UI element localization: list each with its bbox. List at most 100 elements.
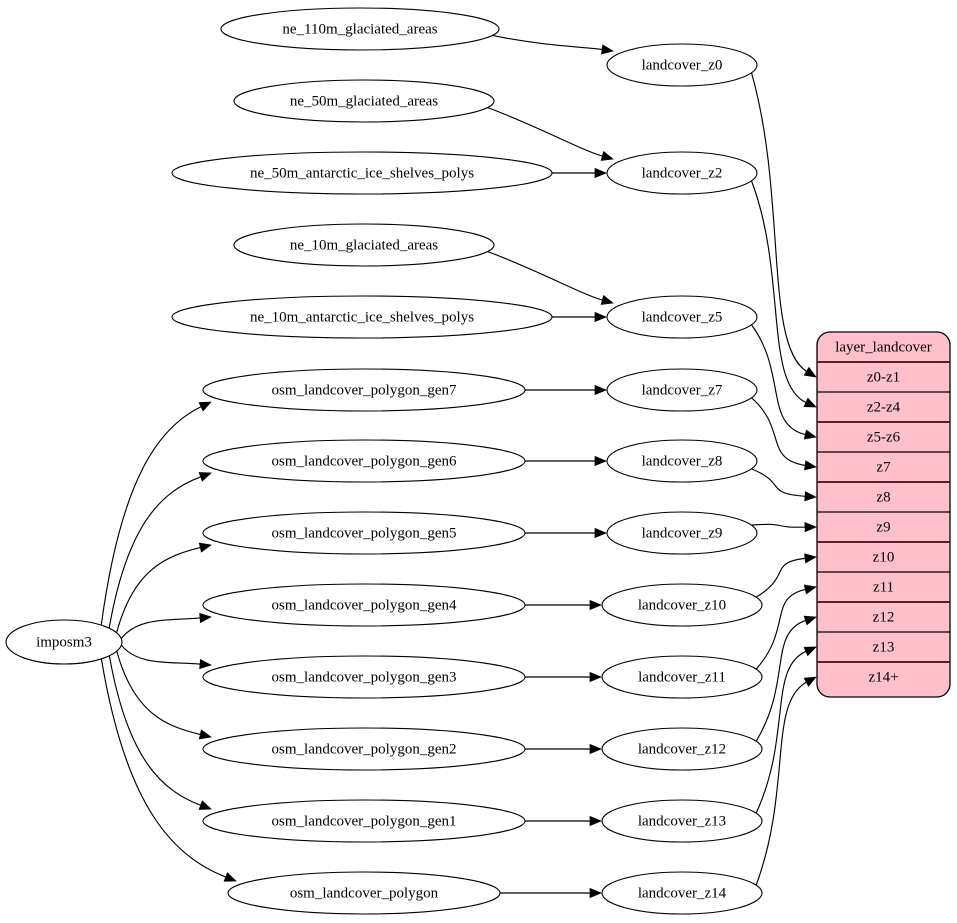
- node-landcover_z7[interactable]: landcover_z7: [606, 368, 758, 412]
- table-row-z12[interactable]: z12: [873, 609, 895, 625]
- edge-line: [751, 468, 806, 497]
- edge-imposm3-osm_landcover_polygon_gen1: [108, 655, 212, 810]
- table-row-z2-z4[interactable]: z2-z4: [867, 399, 901, 415]
- node-shape-osm_landcover_polygon_gen6: [202, 439, 526, 483]
- edge-osm_landcover_polygon_gen2: [524, 743, 602, 755]
- node-osm_landcover_polygon_gen4[interactable]: osm_landcover_polygon_gen4: [202, 583, 526, 627]
- node-osm_landcover_polygon_gen2[interactable]: osm_landcover_polygon_gen2: [202, 727, 526, 771]
- table-row-z8[interactable]: z8: [876, 489, 890, 505]
- node-osm_landcover_polygon_gen1[interactable]: osm_landcover_polygon_gen1: [202, 799, 526, 843]
- edge-ne_10m_glaciated_areas: [487, 250, 614, 305]
- edge-line: [487, 106, 604, 157]
- node-label-osm_landcover_polygon_gen7: osm_landcover_polygon_gen7: [272, 382, 457, 398]
- node-landcover_z14[interactable]: landcover_z14: [601, 871, 763, 915]
- node-osm_landcover_polygon_gen3[interactable]: osm_landcover_polygon_gen3: [202, 655, 526, 699]
- node-shape-landcover_z9: [606, 511, 758, 555]
- node-shape-landcover_z14: [601, 871, 763, 915]
- node-landcover_z8[interactable]: landcover_z8: [606, 439, 758, 483]
- node-shape-ne_50m_glaciated_areas: [233, 79, 495, 123]
- edge-line: [755, 588, 806, 670]
- node-osm_landcover_polygon_gen7[interactable]: osm_landcover_polygon_gen7: [202, 368, 526, 412]
- edge-imposm3-osm_landcover_polygon_gen7: [100, 401, 212, 626]
- edge-arrowhead: [804, 460, 817, 471]
- node-ne_50m_antarctic_ice_shelves_polys[interactable]: ne_50m_antarctic_ice_shelves_polys: [171, 151, 553, 195]
- node-shape-landcover_z2: [606, 151, 758, 195]
- edge-landcover_z8-table: [751, 468, 817, 502]
- node-landcover_z5[interactable]: landcover_z5: [606, 295, 758, 339]
- node-landcover_z10[interactable]: landcover_z10: [601, 583, 763, 627]
- edge-landcover_z5-table: [751, 324, 817, 440]
- node-shape-landcover_z5: [606, 295, 758, 339]
- edge-line: [108, 476, 202, 629]
- edge-osm_landcover_polygon_gen7: [525, 384, 607, 396]
- node-shape-ne_50m_antarctic_ice_shelves_polys: [171, 151, 553, 195]
- edge-landcover_z7-table: [751, 397, 817, 471]
- edge-line: [750, 72, 808, 373]
- table-header-label: layer_landcover: [835, 339, 932, 355]
- node-shape-landcover_z8: [606, 439, 758, 483]
- node-shape-landcover_z11: [601, 655, 763, 699]
- table-row-z14+[interactable]: z14+: [868, 669, 898, 685]
- edge-landcover_z13-table: [755, 646, 817, 814]
- edge-arrowhead: [198, 800, 212, 810]
- table-row-z11[interactable]: z11: [873, 579, 894, 595]
- node-label-ne_10m_antarctic_ice_shelves_polys: ne_10m_antarctic_ice_shelves_polys: [250, 309, 474, 325]
- node-shape-osm_landcover_polygon_gen3: [202, 655, 526, 699]
- node-osm_landcover_polygon_gen5[interactable]: osm_landcover_polygon_gen5: [202, 511, 526, 555]
- table-row-z10[interactable]: z10: [873, 549, 895, 565]
- edge-arrowhead: [803, 429, 817, 440]
- node-ne_110m_glaciated_areas[interactable]: ne_110m_glaciated_areas: [220, 7, 500, 51]
- table-row-z0-z1[interactable]: z0-z1: [867, 369, 900, 385]
- node-landcover_z12[interactable]: landcover_z12: [601, 727, 763, 771]
- edge-osm_landcover_polygon_gen4: [525, 599, 602, 611]
- edge-line: [755, 681, 808, 886]
- node-shape-landcover_z7: [606, 368, 758, 412]
- node-label-ne_10m_glaciated_areas: ne_10m_glaciated_areas: [290, 237, 438, 253]
- edge-arrowhead: [600, 295, 614, 305]
- layer-landcover-table[interactable]: layer_landcover z0-z1 z2-z4 z5-z6 z7 z8 z9 z10 z…: [816, 331, 951, 698]
- node-shape-landcover_z10: [601, 583, 763, 627]
- node-label-landcover_z10: landcover_z10: [638, 597, 726, 613]
- node-shape-osm_landcover_polygon_gen2: [202, 727, 526, 771]
- table-row-z7[interactable]: z7: [876, 459, 891, 475]
- edge-arrowhead: [601, 44, 614, 55]
- node-osm_landcover_polygon_gen6[interactable]: osm_landcover_polygon_gen6: [202, 439, 526, 483]
- edge-line: [120, 617, 201, 639]
- table-row-z9[interactable]: z9: [876, 519, 890, 535]
- node-shape-imposm3: [5, 619, 123, 665]
- node-landcover_z0[interactable]: landcover_z0: [606, 43, 758, 87]
- node-shape-landcover_z13: [601, 799, 763, 843]
- node-landcover_z9[interactable]: landcover_z9: [606, 511, 758, 555]
- edge-arrowhead: [594, 167, 607, 179]
- node-ne_10m_antarctic_ice_shelves_polys[interactable]: ne_10m_antarctic_ice_shelves_polys: [171, 295, 553, 339]
- node-label-ne_110m_glaciated_areas: ne_110m_glaciated_areas: [282, 21, 437, 37]
- node-shape-ne_110m_glaciated_areas: [220, 7, 500, 51]
- node-ne_50m_glaciated_areas[interactable]: ne_50m_glaciated_areas: [233, 79, 495, 123]
- edge-arrowhead: [594, 311, 607, 323]
- node-label-landcover_z8: landcover_z8: [642, 453, 723, 469]
- edge-imposm3-osm_landcover_polygon_gen6: [108, 472, 212, 629]
- edge-arrowhead: [589, 599, 602, 611]
- node-ne_10m_glaciated_areas[interactable]: ne_10m_glaciated_areas: [233, 223, 495, 267]
- edge-line: [492, 34, 603, 51]
- node-landcover_z2[interactable]: landcover_z2: [606, 151, 758, 195]
- table-row-z13[interactable]: z13: [873, 639, 895, 655]
- edge-ne_50m_glaciated_areas: [487, 106, 614, 161]
- node-imposm3[interactable]: imposm3: [5, 619, 123, 665]
- edge-imposm3-osm_landcover_polygon_gen2: [116, 650, 212, 740]
- edge-landcover_z10-table: [755, 553, 817, 598]
- node-shape-landcover_z12: [601, 727, 763, 771]
- node-landcover_z13[interactable]: landcover_z13: [601, 799, 763, 843]
- table-row-z5-z6[interactable]: z5-z6: [867, 429, 901, 445]
- node-shape-osm_landcover_polygon_gen7: [202, 368, 526, 412]
- node-label-osm_landcover_polygon: osm_landcover_polygon: [290, 885, 439, 901]
- edge-landcover_z2-table: [751, 180, 817, 408]
- edge-osm_landcover_polygon_gen3: [525, 671, 602, 683]
- node-osm_landcover_polygon[interactable]: osm_landcover_polygon: [227, 871, 501, 915]
- edge-ne_50m_antarctic_ice_shelves_polys: [552, 167, 607, 179]
- node-label-ne_50m_glaciated_areas: ne_50m_glaciated_areas: [290, 93, 438, 109]
- node-landcover_z11[interactable]: landcover_z11: [601, 655, 763, 699]
- edge-landcover_z11-table: [755, 584, 817, 670]
- edge-arrowhead: [198, 729, 212, 740]
